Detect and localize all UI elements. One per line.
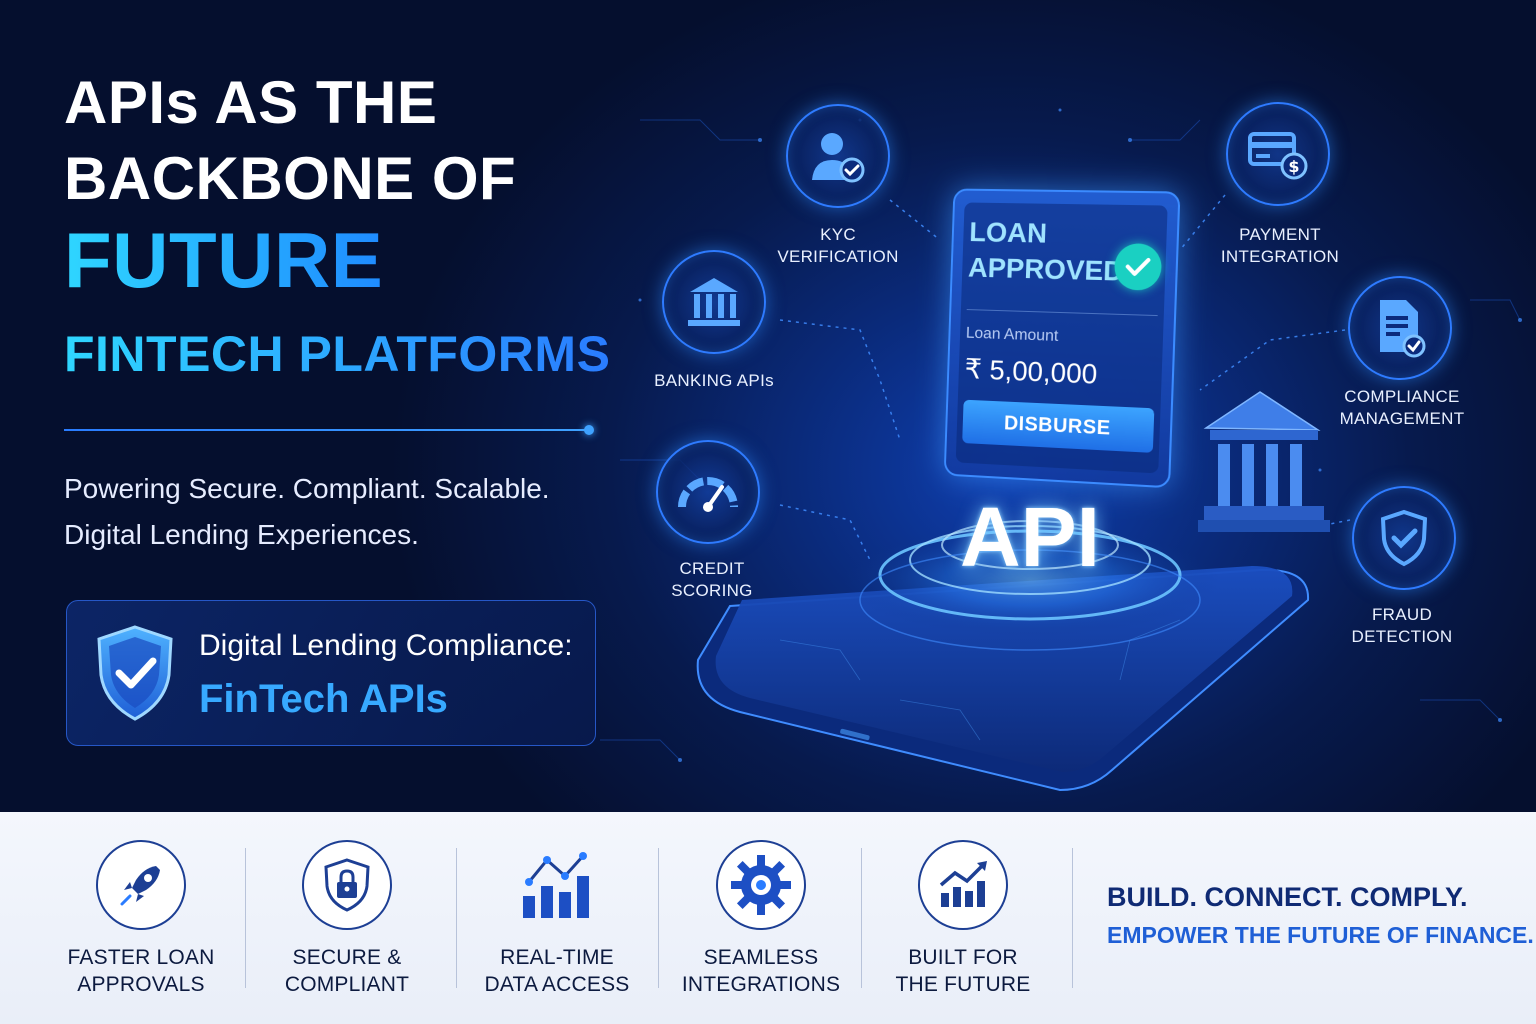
bar-chart-icon [523,852,589,918]
tagline-secondary: EMPOWER THE FUTURE OF FINANCE. [1107,922,1534,948]
benefit-divider [861,848,862,988]
benefit-secure [302,840,392,930]
benefit-integrations-label: SEAMLESS INTEGRATIONS [681,946,841,996]
divider-dot [584,425,594,435]
lock-shield-icon [324,858,370,912]
shield-check-icon [1380,509,1428,567]
gauge-icon [678,477,738,512]
feature-payment-label: PAYMENT INTEGRATION [1220,225,1340,266]
api-glow-rings [840,520,1220,651]
tagline-primary: BUILD. CONNECT. COMPLY. [1107,882,1468,912]
card-payment-icon: $ [1248,132,1308,180]
benefit-integrations [716,840,806,930]
compliance-subtitle: FinTech APIs [199,677,448,721]
benefit-realtime [512,840,602,930]
hero-section: APIs AS THE BACKBONE OF FUTURE FINTECH P… [0,0,1536,812]
headline-line-4: FINTECH PLATFORMS [64,326,611,382]
headline-line-3: FUTURE [64,216,384,304]
rocket-icon [120,866,160,906]
document-check-icon [1380,300,1426,358]
shield-check-icon [97,625,173,721]
api-label: API [959,490,1101,584]
benefit-secure-label: SECURE & COMPLIANT [284,946,410,996]
loan-status: LOAN APPROVED [967,216,1125,287]
feature-payment: $ [1226,102,1330,206]
feature-compliance [1348,276,1452,380]
feature-banking-label: BANKING APIs [654,371,774,390]
benefit-future-label: BUILT FOR THE FUTURE [895,946,1031,996]
feature-kyc [786,104,890,208]
headline-divider [64,429,588,431]
headline-line-2: BACKBONE OF [64,145,517,212]
feature-credit-label: CREDIT SCORING [671,559,753,600]
feature-credit [656,440,760,544]
benefit-divider [456,848,457,988]
loan-amount-label: Loan Amount [965,324,1059,345]
loan-approved-card: LOAN APPROVED Loan Amount ₹ 5,00,000 DIS… [943,188,1181,489]
feature-fraud-label: FRAUD DETECTION [1351,605,1453,646]
svg-text:$: $ [1288,157,1299,176]
growth-chart-icon [939,861,987,907]
compliance-card: Digital Lending Compliance: FinTech APIs [66,600,596,746]
benefit-divider [658,848,659,988]
feature-banking [662,250,766,354]
loan-amount-value: ₹ 5,00,000 [964,353,1098,390]
feature-fraud [1352,486,1456,590]
headline-line-1: APIs AS THE [64,69,438,136]
bank-building-illustration [1198,391,1330,532]
benefit-faster-approvals [96,840,186,930]
feature-kyc-label: KYC VERIFICATION [777,225,899,266]
compliance-title: Digital Lending Compliance: [199,629,573,662]
gear-icon [731,855,791,915]
subtitle-line-1: Powering Secure. Compliant. Scalable. [64,473,550,504]
benefit-faster-approvals-label: FASTER LOAN APPROVALS [67,946,215,996]
feature-compliance-label: COMPLIANCE MANAGEMENT [1339,387,1465,428]
benefit-divider [1072,848,1073,988]
circuit-background [600,108,1522,792]
user-check-icon [812,133,865,183]
benefit-realtime-label: REAL-TIME DATA ACCESS [484,946,630,996]
subtitle-line-2: Digital Lending Experiences. [64,519,419,550]
benefit-future [918,840,1008,930]
bank-icon [688,278,740,326]
benefit-divider [245,848,246,988]
